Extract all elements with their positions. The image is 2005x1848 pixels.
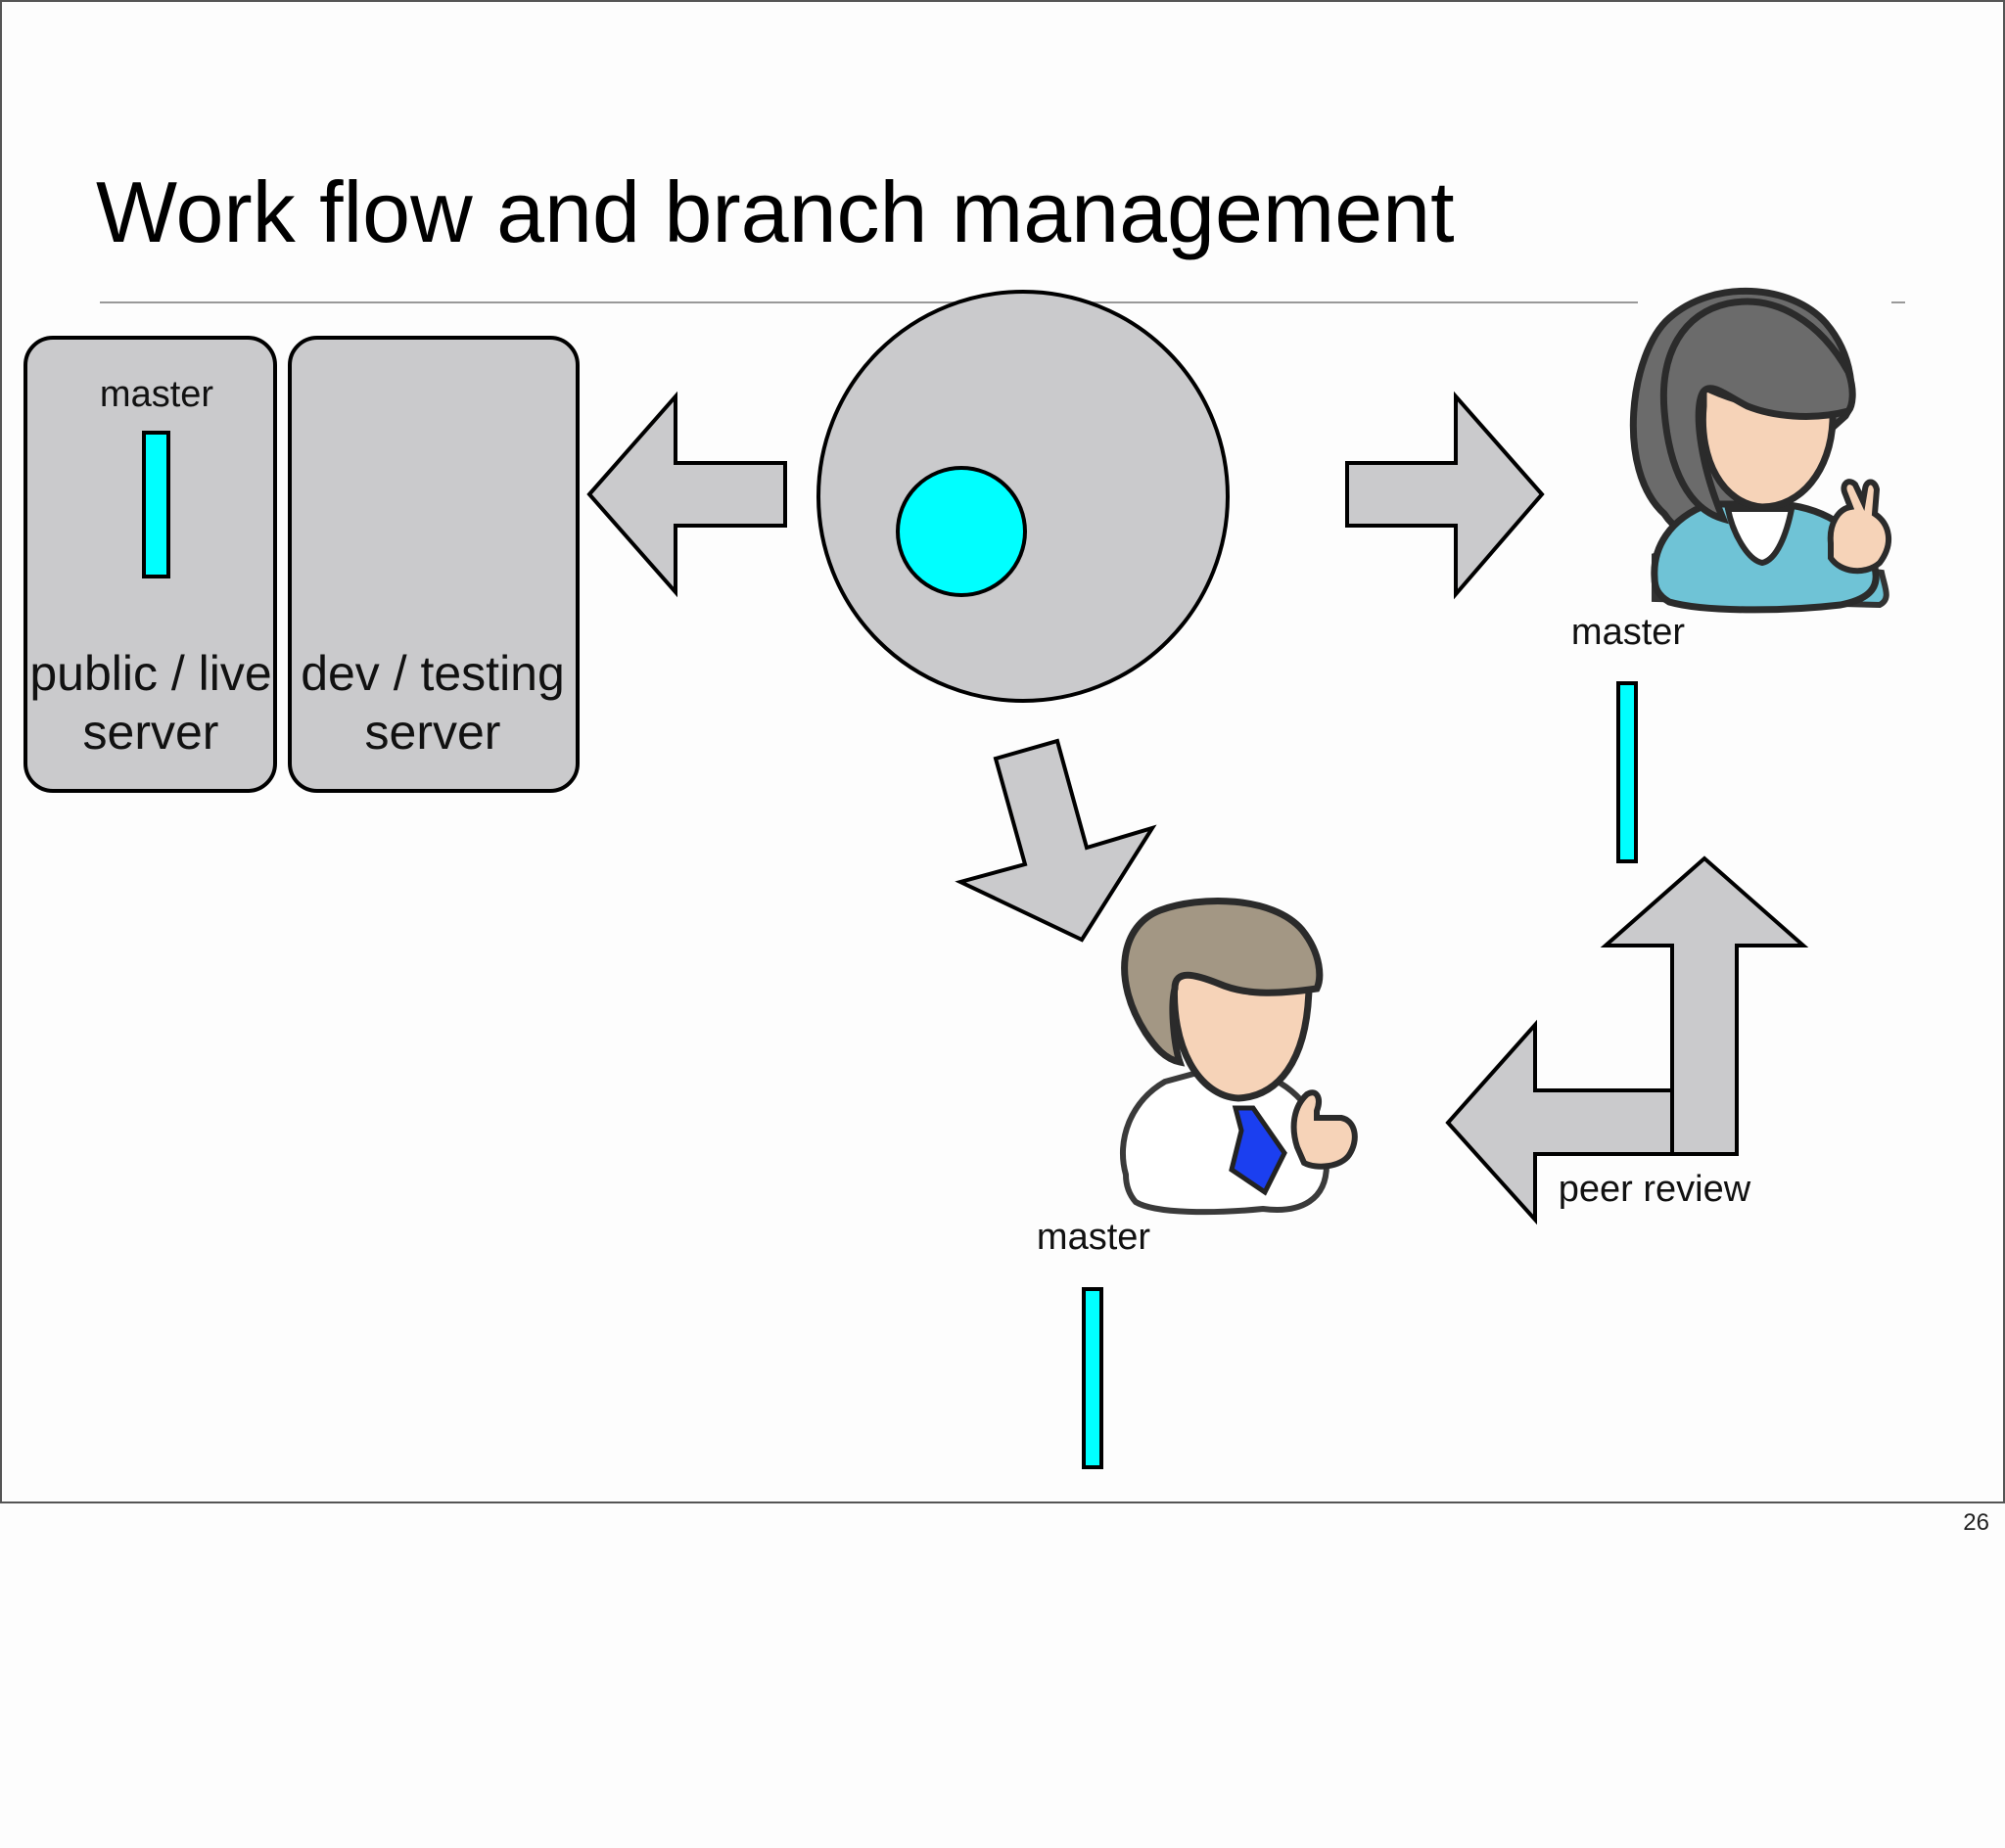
public-server-master-branch: [142, 431, 170, 578]
repository-branch-dot: [896, 466, 1027, 597]
peer-review-label: peer review: [1559, 1169, 1751, 1210]
dev-server-label-line2: server: [365, 705, 501, 760]
arrow-left-peer-review: [1445, 1019, 1674, 1225]
dev-testing-server: dev / testing server: [288, 336, 580, 793]
thumbs-up-hand-icon: [1290, 1089, 1358, 1170]
arrow-down-to-developer: [955, 738, 1157, 943]
male-developer-master-branch: [1082, 1287, 1103, 1469]
public-server-label-line2: server: [83, 705, 219, 760]
public-server-branch-label: master: [100, 374, 213, 415]
female-developer: master: [1571, 288, 1891, 863]
male-hair: [1121, 897, 1324, 1067]
public-server-label-line1: public / live: [29, 646, 271, 701]
male-face: [1170, 960, 1313, 1102]
male-developer-branch-label: master: [1037, 1217, 1150, 1258]
tie-icon: [1229, 1105, 1287, 1196]
female-collar: [1724, 506, 1795, 567]
page-title: Work flow and branch management: [96, 163, 1455, 260]
peer-review-arrows: peer review: [1445, 855, 1809, 1225]
repository-circle: [816, 290, 1230, 703]
female-developer-branch-label: master: [1571, 612, 1685, 653]
dev-server-box: [288, 336, 580, 793]
page-number: 26: [1963, 1509, 1989, 1536]
arrow-left-to-servers: [586, 391, 787, 598]
arrow-right-to-developer: [1345, 391, 1545, 600]
peace-hand-icon: [1827, 479, 1891, 575]
dev-server-label-line1: dev / testing: [301, 646, 565, 701]
central-repository: [816, 290, 1230, 703]
arrow-up-peer-review: [1600, 855, 1809, 1156]
female-hair-fringe: [1659, 298, 1856, 525]
female-developer-master-branch: [1616, 681, 1638, 863]
public-live-server: master public / live server: [23, 336, 277, 793]
male-developer: master: [1037, 897, 1358, 1469]
